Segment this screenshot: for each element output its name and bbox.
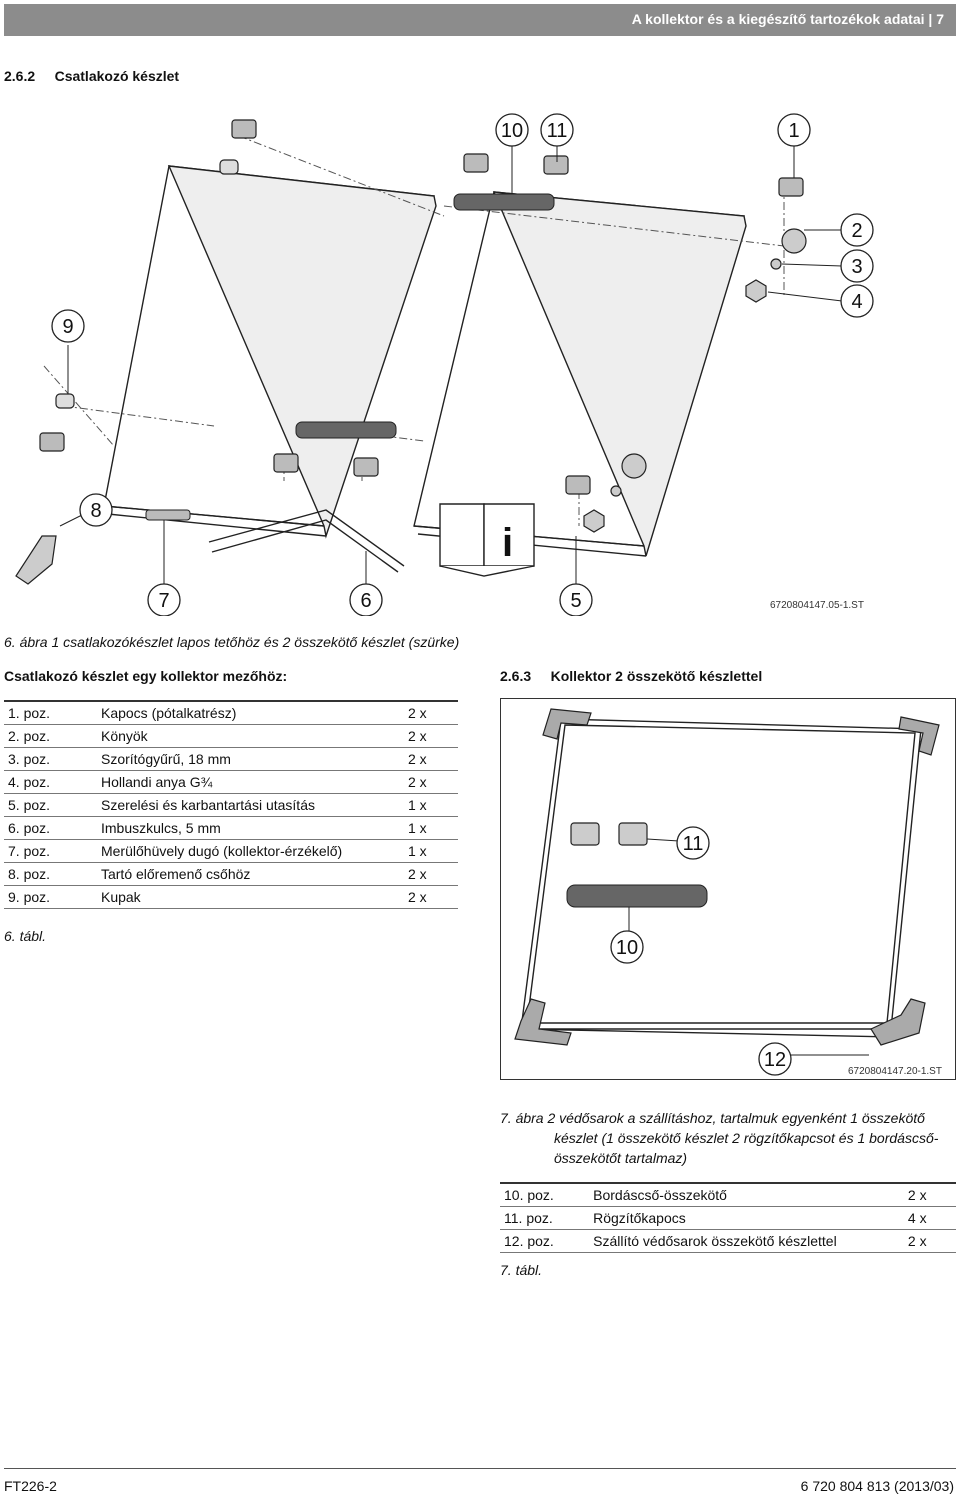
table-6-cell-name: Tartó előremenő csőhöz: [96, 862, 404, 886]
table-6-cell-qty: 2 x: [403, 700, 458, 725]
callout-circle-7: [147, 583, 181, 616]
callout-label-3: 3: [851, 256, 862, 278]
table-6-cell-pos: 7. poz.: [4, 839, 97, 863]
table-6-cell-name: Könyök: [96, 724, 404, 748]
figure-7-box: 11 10 12: [500, 698, 956, 1080]
figure-6-ref: 6720804147.05-1.ST: [770, 600, 864, 611]
callout-circle-10: [495, 113, 529, 147]
table-6-cell-pos: 1. poz.: [4, 700, 97, 725]
callout-label-12: 12: [764, 1049, 786, 1071]
table-6-cell-name: Szorítógyűrű, 18 mm: [96, 747, 404, 771]
table-6-cell-name: Imbuszkulcs, 5 mm: [96, 816, 404, 840]
footer-right: 6 720 804 813 (2013/03): [800, 1478, 954, 1494]
callout-circle-11: [540, 113, 574, 147]
table-7-cell-name: Bordáscső-összekötő: [589, 1182, 904, 1207]
table-6-cell-pos: 9. poz.: [4, 885, 97, 909]
section-heading-2-6-3: 2.6.3 Kollektor 2 összekötő készlettel: [500, 668, 763, 684]
figure-7-caption: 7. ábra 2 védősarok a szállításhoz, tart…: [500, 1108, 956, 1168]
table-7-cell-qty: 4 x: [903, 1206, 956, 1230]
table-7-cell-pos: 12. poz.: [500, 1229, 590, 1253]
table-6-cell-qty: 1 x: [403, 793, 458, 817]
table-6-cell-pos: 5. poz.: [4, 793, 97, 817]
callout-circle-10: [610, 930, 644, 964]
table-6-cell-name: Kapocs (pótalkatrész): [96, 700, 404, 725]
callout-label-1: 1: [788, 120, 799, 142]
callout-label-11: 11: [683, 833, 704, 855]
table-6-cell-qty: 2 x: [403, 724, 458, 748]
svg-text:i: i: [502, 521, 513, 565]
callout-label-2: 2: [851, 220, 862, 242]
callout-label-10: 10: [616, 937, 638, 959]
section-heading-2-6-2: 2.6.2 Csatlakozó készlet: [4, 68, 180, 84]
callout-circle-5: [559, 583, 593, 616]
table-7-caption: 7. tábl.: [500, 1262, 543, 1278]
table-6-cell-pos: 2. poz.: [4, 724, 97, 748]
table-6-cell-pos: 3. poz.: [4, 747, 97, 771]
table-6-cell-qty: 2 x: [403, 747, 458, 771]
table-6-cell-pos: 4. poz.: [4, 770, 97, 794]
callout-circle-4: [840, 284, 874, 318]
figure-7-caption-line-2: készlet (1 összekötő készlet 2 rögzítőka…: [554, 1130, 939, 1146]
table-6-cell-name: Merülőhüvely dugó (kollektor-érzékelő): [96, 839, 404, 863]
table-6-cell-qty: 2 x: [403, 770, 458, 794]
table-6-caption: 6. tábl.: [4, 928, 47, 944]
callout-circle-12: [758, 1042, 792, 1076]
callout-label-5: 5: [570, 590, 581, 612]
header-title: A kollektor és a kiegészítő tartozékok a…: [631, 11, 944, 27]
table-7-cell-pos: 11. poz.: [500, 1206, 590, 1230]
footer-left: FT226-2: [4, 1478, 57, 1494]
callout-circle-1: [777, 113, 811, 147]
table-6-title: Csatlakozó készlet egy kollektor mezőhöz…: [4, 668, 288, 684]
table-6-row: 7. poz.Merülőhüvely dugó (kollektor-érzé…: [4, 839, 458, 863]
callout-circle-8: [79, 493, 113, 527]
callout-circle-2: [840, 213, 874, 247]
table-6-cell-qty: 1 x: [403, 816, 458, 840]
callout-circle-11: [676, 826, 710, 860]
table-6-cell-qty: 1 x: [403, 839, 458, 863]
callout-label-7: 7: [158, 590, 169, 612]
figure-7-collector: 11 10 12: [514, 708, 940, 1076]
callout-circle-6: [349, 583, 383, 616]
callout-label-4: 4: [851, 291, 862, 313]
table-7-row: 12. poz.Szállító védősarok összekötő kés…: [500, 1229, 956, 1253]
callout-label-6: 6: [360, 590, 371, 612]
table-7-cell-name: Szállító védősarok összekötő készlettel: [589, 1229, 904, 1253]
callout-label-11: 11: [547, 120, 568, 142]
table-7-cell-pos: 10. poz.: [500, 1182, 590, 1207]
footer-rule: [4, 1468, 956, 1469]
table-6-cell-name: Hollandi anya G¾: [96, 770, 404, 794]
table-6-cell-name: Szerelési és karbantartási utasítás: [96, 793, 404, 817]
table-6-row: 5. poz.Szerelési és karbantartási utasít…: [4, 793, 458, 817]
table-7-cell-qty: 2 x: [903, 1229, 956, 1253]
table-6-row: 1. poz.Kapocs (pótalkatrész)2 x: [4, 700, 458, 725]
table-6-cell-qty: 2 x: [403, 885, 458, 909]
table-7-cell-name: Rögzítőkapocs: [589, 1206, 904, 1230]
callout-label-9: 9: [62, 316, 73, 338]
callout-circle-3: [840, 249, 874, 283]
callout-label-8: 8: [90, 500, 101, 522]
callout-label-10: 10: [501, 120, 523, 142]
callout-circle-9: [51, 309, 85, 343]
table-6-cell-pos: 8. poz.: [4, 862, 97, 886]
table-6-cell-name: Kupak: [96, 885, 404, 909]
figure-7-ref: 6720804147.20-1.ST: [848, 1066, 942, 1077]
figure-6-caption: 6. ábra 1 csatlakozókészlet lapos tetőhö…: [4, 634, 460, 650]
table-6-cell-qty: 2 x: [403, 862, 458, 886]
table-7-cell-qty: 2 x: [903, 1182, 956, 1207]
page-header: A kollektor és a kiegészítő tartozékok a…: [4, 4, 956, 36]
table-6-cell-pos: 6. poz.: [4, 816, 97, 840]
figure-7-caption-line-3: összekötőt tartalmaz): [554, 1150, 688, 1166]
figure-7-caption-line-1: 7. ábra 2 védősarok a szállításhoz, tart…: [500, 1110, 925, 1126]
